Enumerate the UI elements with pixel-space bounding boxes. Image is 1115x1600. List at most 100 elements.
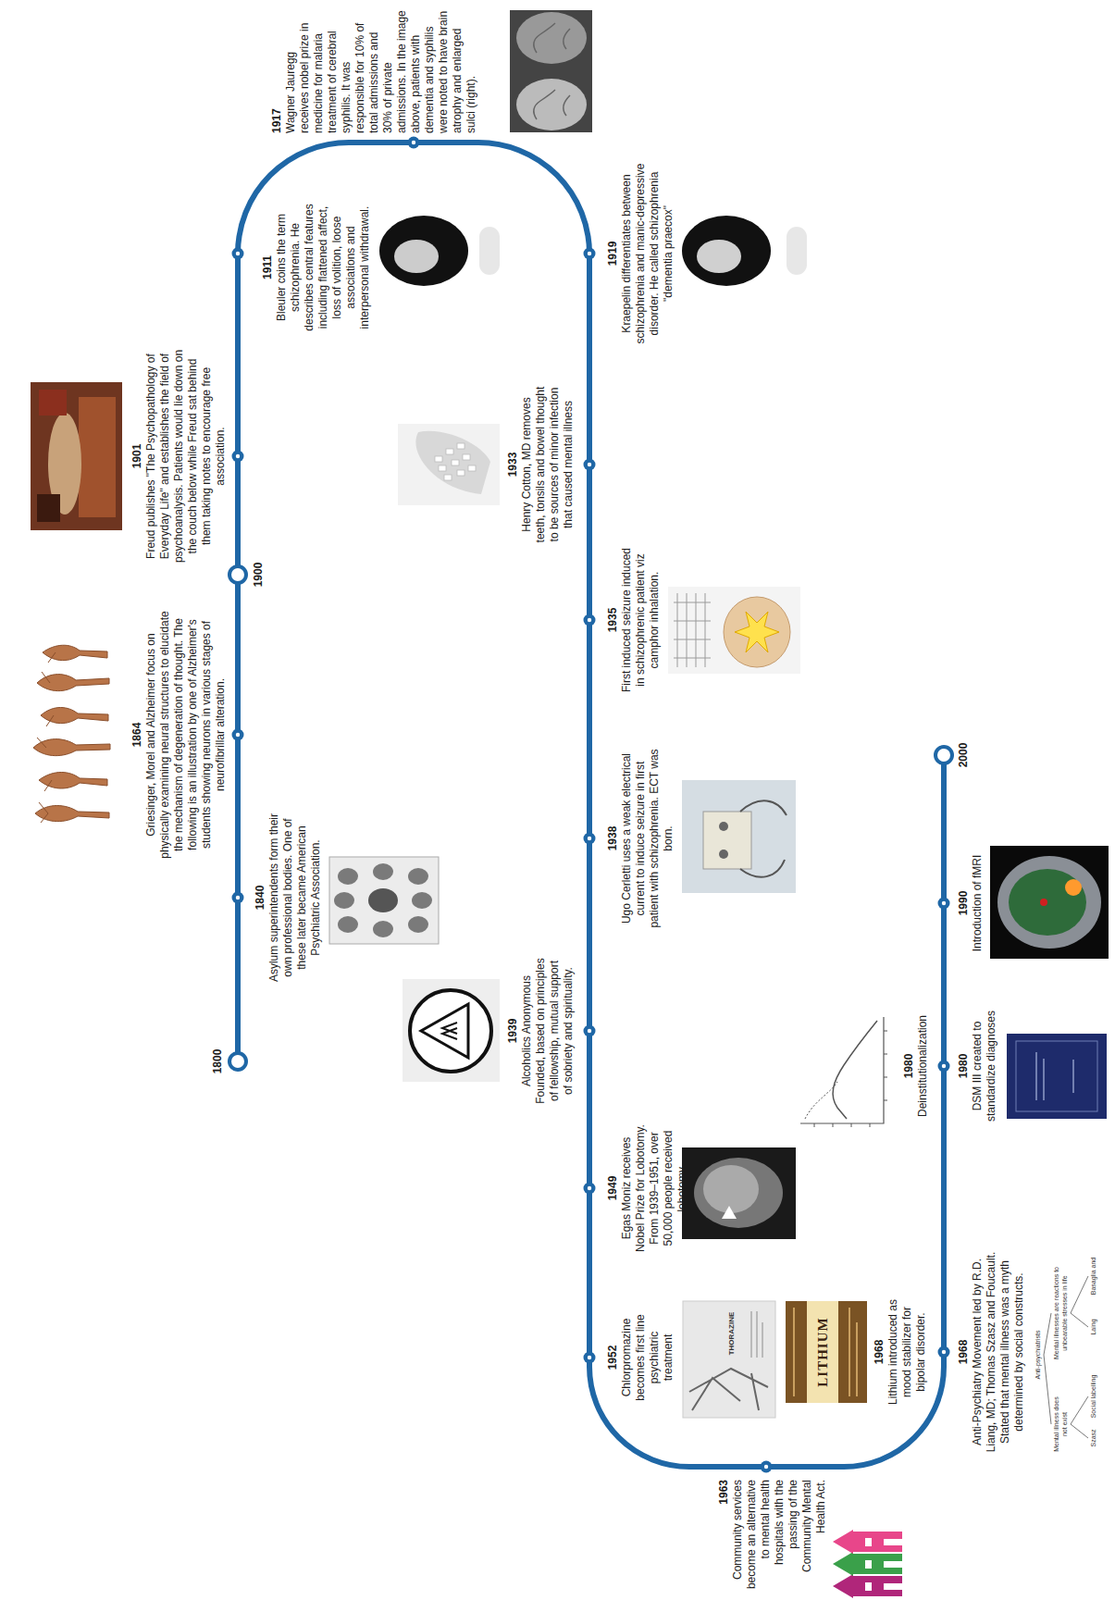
ect-machine-photo-part: [703, 811, 752, 869]
event-description: Introduction of fMRI: [970, 842, 985, 964]
event-dot-center-part: [235, 895, 240, 900]
event-dot-center-part: [941, 1350, 946, 1354]
event-dot-center-part: [587, 1028, 592, 1033]
event-dot-center-part: [587, 462, 592, 467]
event-year: 1864: [130, 610, 145, 859]
houses-icon-part: [851, 1575, 903, 1597]
portrait-photo: [681, 215, 807, 286]
fmri-scan-part: [990, 845, 1109, 959]
event-dot-part: [583, 247, 596, 261]
brain-photo: [509, 10, 593, 133]
event-description: Deinstitutionalization: [916, 1001, 930, 1131]
concept-map-text: Laing: [1090, 1313, 1099, 1341]
event-year: 1939: [506, 954, 521, 1108]
brain-photo-part: [516, 12, 587, 64]
portrait-collage-part-part: [337, 916, 359, 933]
event-description: Ugo Cerletti uses a weak electrical curr…: [619, 745, 676, 931]
event-year: 1980: [902, 1001, 917, 1131]
event-description: First induced seizure induced in schizop…: [619, 544, 662, 697]
event-year: 1990: [956, 842, 971, 964]
event-dot-center-part: [235, 454, 240, 459]
event-year: 1963: [717, 1479, 731, 1596]
portrait-collage-part-part: [334, 892, 355, 909]
event-dot-center-part: [587, 618, 592, 622]
teeth-photo-part-part: [434, 456, 443, 462]
lithium-label: [785, 1300, 868, 1403]
event-dot-part: [583, 1182, 596, 1195]
teeth-photo-part-part: [462, 454, 471, 460]
portrait-photo-part: [681, 215, 771, 286]
event-dot-center-part: [764, 1464, 769, 1469]
axis-year: 1800: [210, 1033, 225, 1090]
houses-icon-part-part: [883, 1583, 903, 1590]
portrait-collage-part-part: [372, 920, 394, 938]
couch-photo-part: [38, 389, 67, 416]
neuron-illustration-part: [42, 644, 108, 660]
event-dot-part: [938, 1346, 951, 1359]
event-description: Freud publishes "The Psychopathology of …: [144, 348, 228, 564]
end-ring-part: [935, 746, 953, 764]
event-description: Henry Cotton, MD removes teeth, tonsils …: [520, 382, 576, 547]
event-year: 1952: [606, 1313, 620, 1402]
teeth-photo-part-part: [446, 448, 454, 455]
fmri-scan-part: [1065, 879, 1082, 896]
fmri-scan-part: [1008, 868, 1087, 936]
ect-machine-photo-part: [740, 800, 787, 877]
event-year: 1938: [606, 745, 620, 931]
event-description: Lithium introduced as mood stabilizer fo…: [886, 1294, 929, 1411]
event-dot-center: [235, 140, 946, 1469]
event-year: 1901: [130, 348, 145, 564]
concept-map-text: Anti-psychiatrists: [1034, 1313, 1043, 1397]
event-year: 1968: [956, 1246, 971, 1458]
event-dot-part: [583, 1351, 596, 1364]
houses-icon: [832, 1529, 903, 1599]
teeth-photo-part-part: [457, 470, 465, 476]
ect-machine-photo-part: [681, 780, 796, 893]
event-dot-center-part: [941, 901, 946, 905]
concept-map-text: Social labelling: [1090, 1368, 1099, 1425]
houses-icon-part: [851, 1553, 903, 1574]
event-dot-center-part: [587, 1186, 592, 1190]
mri-scan-part: [681, 1147, 796, 1239]
event-dot-center-part: [587, 251, 592, 256]
deinstitutionalization-graph-part: [814, 1030, 888, 1128]
neuron-illustration-part: [37, 674, 110, 692]
event-dot: [232, 136, 951, 1474]
fmri-scan-part: [1040, 898, 1048, 906]
event-dot-center-part: [587, 1355, 592, 1360]
event-dot-part: [232, 729, 245, 742]
ad-title: THORAZINE: [727, 1304, 737, 1363]
teeth-photo-part-part: [468, 465, 476, 471]
concept-map-text: Mental illnesses are reactions to unbear…: [1053, 1262, 1069, 1364]
event-year: 1980: [956, 1005, 971, 1127]
teeth-photo-part-part: [457, 443, 465, 449]
brain-photo-part: [533, 23, 570, 120]
event-dot-center-part: [411, 140, 416, 145]
seizure-illustration-part: [723, 596, 791, 668]
event-year: 1917: [270, 7, 285, 134]
houses-icon-part: [865, 1537, 903, 1591]
houses-icon-part: [832, 1529, 854, 1554]
dsm-book-part: [1015, 1040, 1098, 1112]
neuron-illustration-part: [33, 739, 111, 756]
event-description: Asylum superintendents form their own pr…: [267, 807, 323, 989]
mri-scan-part: [703, 1164, 759, 1214]
portrait-photo-part: [786, 226, 807, 275]
brain-photo-part: [516, 78, 587, 131]
couch-photo-part: [78, 396, 116, 518]
portrait-collage-part-part: [408, 916, 429, 933]
concept-map-text: Mental illness does not exist: [1053, 1391, 1069, 1457]
event-year: 1933: [506, 382, 521, 547]
event-description: Griesinger, Morel and Alzheimer focus on…: [144, 610, 228, 859]
aa-logo-part: [442, 1022, 458, 1040]
event-dot-part: [938, 1060, 951, 1073]
teeth-photo-part-part: [444, 474, 452, 481]
teeth-photo-part: [415, 431, 491, 495]
thorazine-ad-part: [689, 1368, 769, 1411]
mri-scan: [681, 1147, 796, 1239]
seizure-illustration-part: [673, 593, 711, 668]
teeth-photo: [397, 423, 500, 506]
portrait-collage-part: [329, 856, 439, 944]
seizure-illustration-part: [668, 586, 801, 674]
